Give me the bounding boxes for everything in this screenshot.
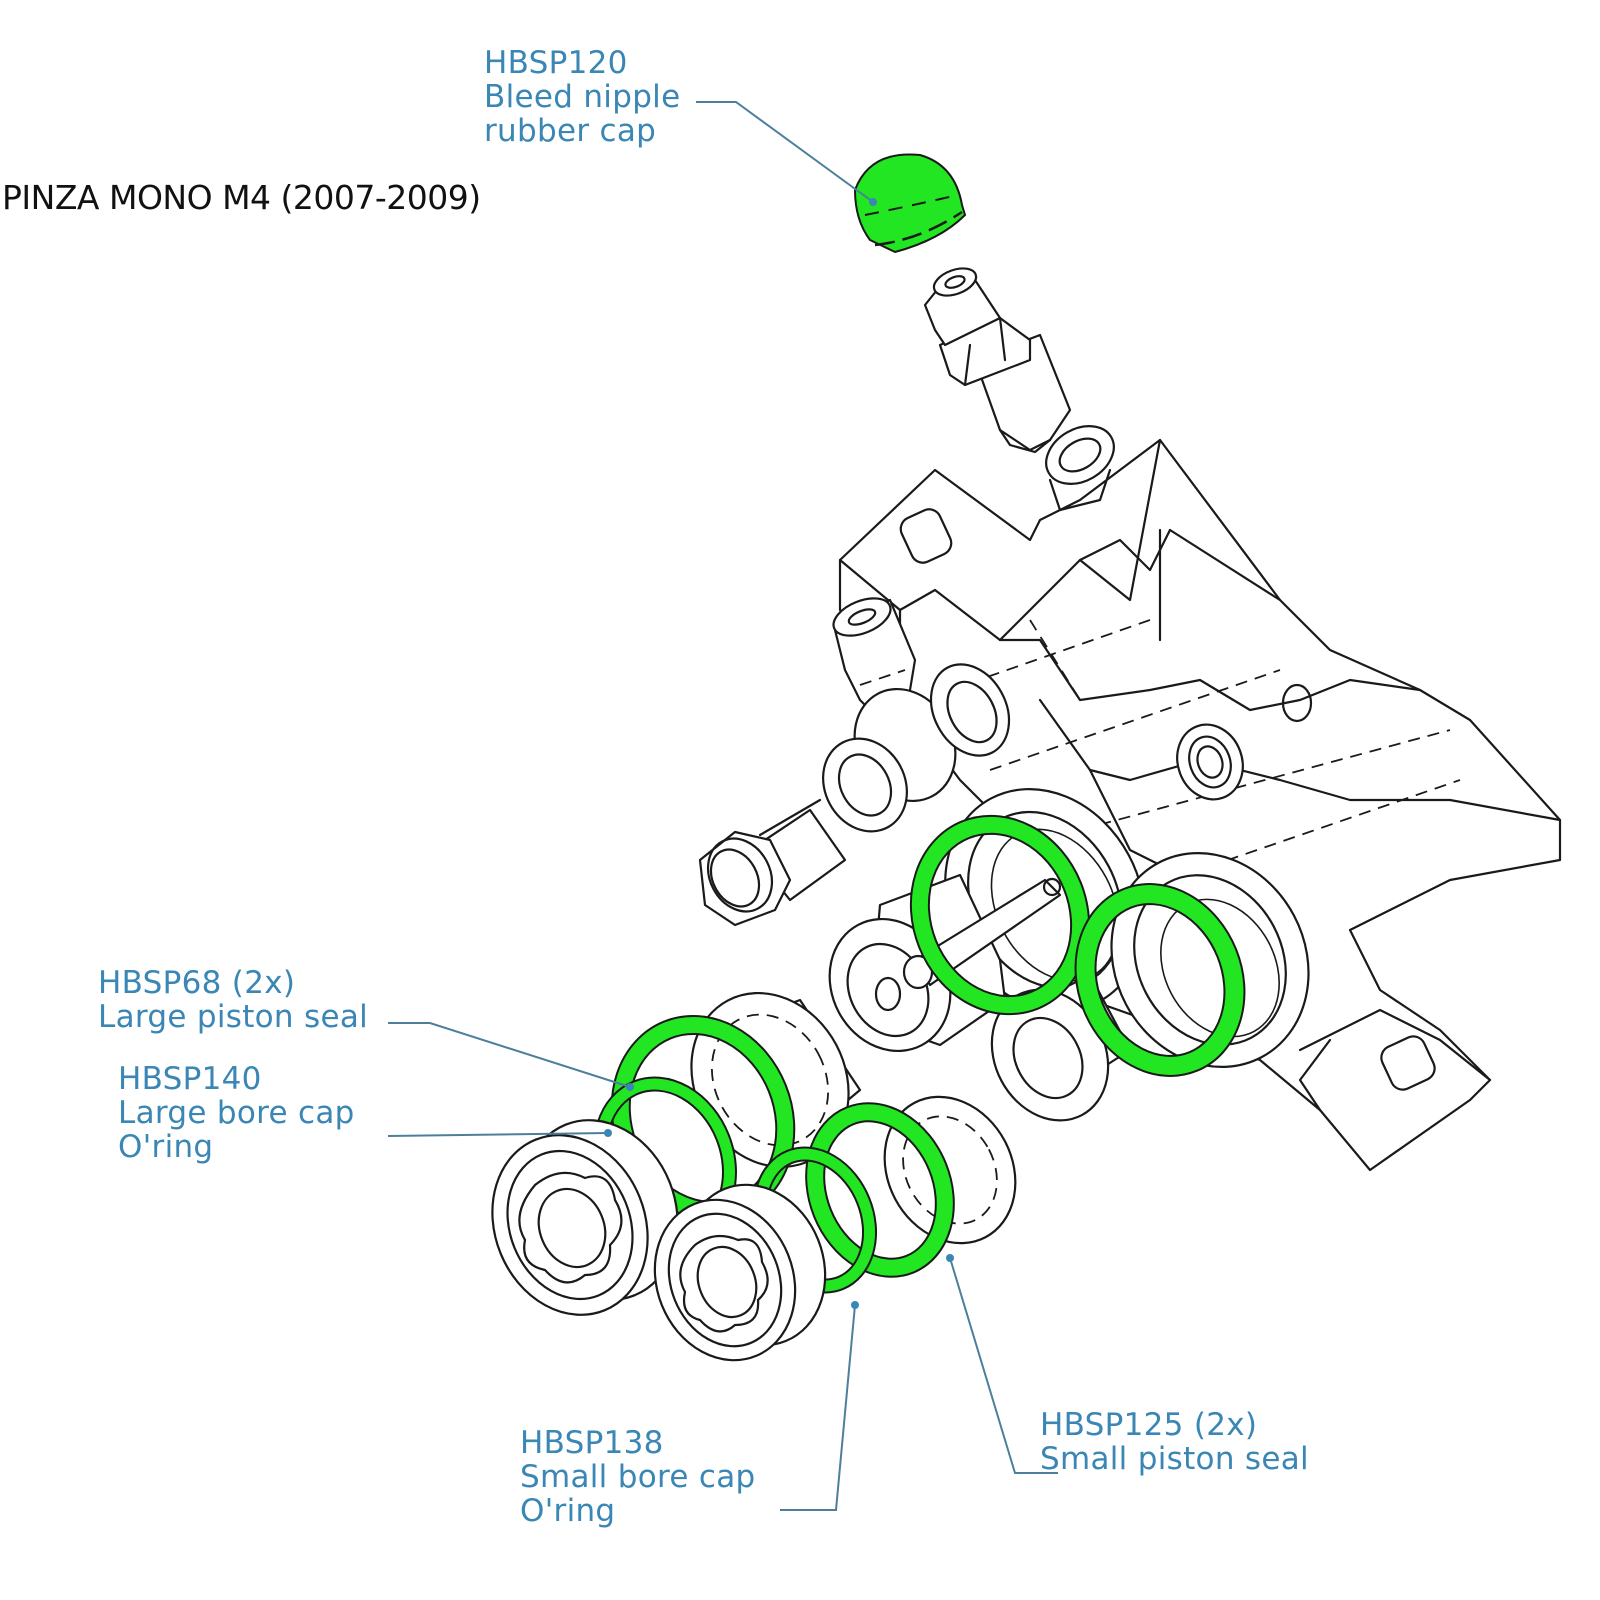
- leader-hbsp125: [949, 1257, 1058, 1474]
- part-code: HBSP120: [484, 45, 628, 81]
- part-description: O'ring: [520, 1493, 616, 1529]
- part-description: Large bore cap: [118, 1095, 355, 1131]
- seal-ring: [911, 816, 1089, 1014]
- part-description: rubber cap: [484, 113, 657, 149]
- banjo-fitting: [698, 597, 1011, 927]
- part-code: HBSP125 (2x): [1040, 1407, 1258, 1443]
- diagram-title: PINZA MONO M4 (2007-2009): [2, 178, 481, 217]
- leader-hbsp120: [696, 101, 874, 203]
- part-description: Small piston seal: [1040, 1441, 1309, 1477]
- part-label-hbsp140: HBSP140 Large bore cap O'ring: [118, 1062, 355, 1164]
- small-piston-seals-upper: [909, 814, 1246, 1077]
- part-label-hbsp120: HBSP120 Bleed nipple rubber cap: [484, 46, 680, 148]
- part-code: HBSP140: [118, 1061, 262, 1097]
- leader-hbsp140: [387, 1132, 609, 1137]
- part-description: Large piston seal: [98, 999, 369, 1035]
- part-description: O'ring: [118, 1129, 214, 1165]
- part-code: HBSP138: [520, 1425, 664, 1461]
- bleed-nipple-rubber-cap: [853, 153, 967, 254]
- part-label-hbsp125: HBSP125 (2x) Small piston seal: [1040, 1408, 1309, 1476]
- small-piston-seal-lower: [805, 1102, 955, 1278]
- bleed-nipple: [923, 267, 1072, 454]
- large-bore-cap: [491, 1119, 679, 1316]
- seal-ring: [1076, 885, 1244, 1075]
- part-code: HBSP68 (2x): [98, 965, 296, 1001]
- small-bore-cap: [653, 1183, 827, 1362]
- part-description: Small bore cap: [520, 1459, 756, 1495]
- leader-hbsp138: [780, 1304, 856, 1511]
- leader-hbsp68: [388, 1022, 631, 1088]
- part-description: Bleed nipple: [484, 79, 681, 115]
- leader-lines: [387, 101, 1058, 1511]
- part-label-hbsp68: HBSP68 (2x) Large piston seal: [98, 966, 368, 1034]
- part-label-hbsp138: HBSP138 Small bore cap O'ring: [520, 1426, 756, 1528]
